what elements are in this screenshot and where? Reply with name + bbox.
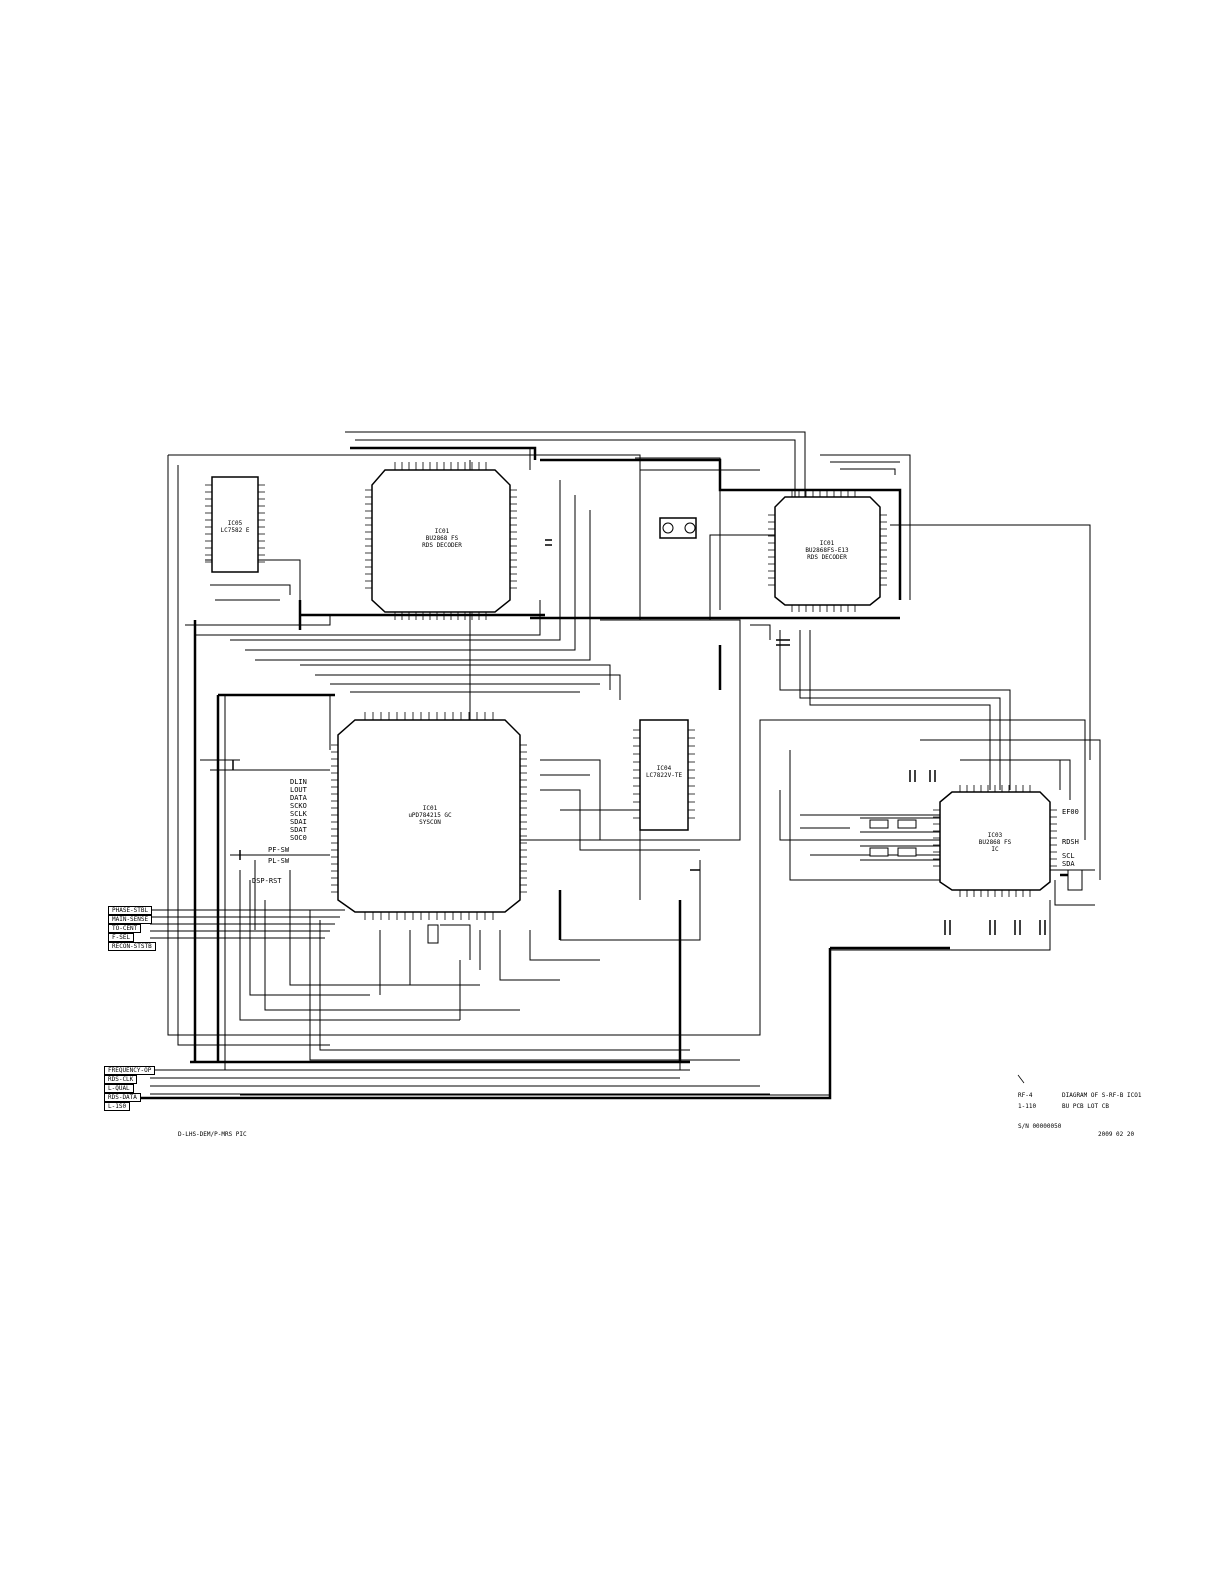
ic-bottom-right-body: [939, 791, 1051, 891]
connector-left-1: PHASE-STBL: [108, 906, 153, 915]
ic-top-center-body: [371, 469, 511, 613]
signal-label: SOC0: [290, 834, 307, 842]
title-date: 2009 02 20: [1098, 1131, 1135, 1138]
signal-label: SCLK: [290, 810, 307, 818]
signal-label: SCKO: [290, 802, 307, 810]
ic-small-left-body: [211, 476, 259, 573]
connector-left-2: MAIN-SENSE: [108, 915, 153, 924]
signal-label: PF-SW: [268, 846, 290, 854]
title-line2-left: 1-110: [1018, 1103, 1037, 1110]
signal-label: LOUT: [290, 786, 307, 794]
title-line1-right: DIAGRAM OF S-RF-B ICO1: [1062, 1092, 1142, 1099]
connector-left-4: F-SEL: [108, 933, 135, 942]
title-line1-left: RF-4: [1018, 1092, 1033, 1099]
ic-small-right-body: [639, 719, 689, 831]
connector-bottom-2: RDS-CLK: [104, 1075, 138, 1084]
ic-top-right-body: [774, 496, 881, 606]
signal-label: EF00: [1062, 808, 1079, 816]
connector-bottom-1: FREQUENCY-OP: [104, 1066, 156, 1075]
signal-label: SDAI: [290, 818, 307, 826]
signal-label: DSP-RST: [252, 877, 282, 885]
signal-label: SDA: [1062, 860, 1075, 868]
passives: [427, 522, 1083, 944]
title-line3-left: S/N 00000050: [1018, 1123, 1062, 1130]
signal-label: DATA: [290, 794, 307, 802]
signal-label: SCL: [1062, 852, 1075, 860]
wiring: [150, 431, 1101, 1096]
bus-lines: [110, 446, 1082, 1100]
title-line2-right: BU PCB LOT CB: [1062, 1103, 1109, 1110]
connector-bottom-3: L-QUAL: [104, 1084, 134, 1093]
connector-left-5: RECON-STSTB: [108, 942, 156, 951]
connector-left-3: TO-CENT: [108, 924, 142, 933]
signal-label: DLIN: [290, 778, 307, 786]
signal-label: RDSH: [1062, 838, 1079, 846]
connector-bottom-4: RDS-DATA: [104, 1093, 141, 1102]
signal-label: PL-SW: [268, 857, 290, 865]
ic-main-body: [337, 719, 521, 913]
signal-label: SDAT: [290, 826, 307, 834]
connector-bottom-5: L-1S0: [104, 1102, 131, 1111]
footer-left-label: D-LHS-DEM/P-MRS PIC: [178, 1131, 247, 1138]
